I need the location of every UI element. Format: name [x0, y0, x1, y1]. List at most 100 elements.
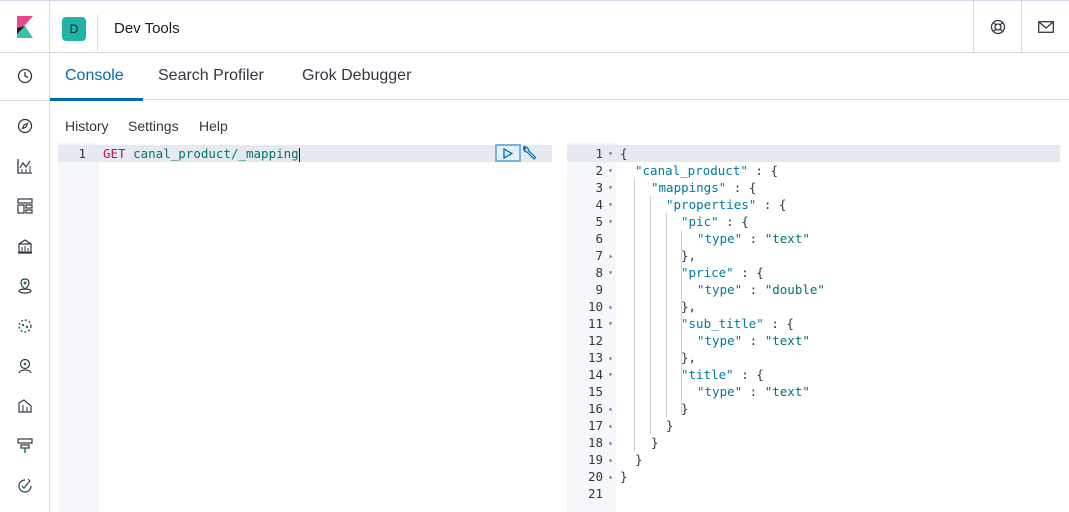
- fold-toggle-icon[interactable]: ▾: [608, 370, 613, 379]
- canvas-icon[interactable]: [0, 231, 49, 261]
- dev-tools-tabs: Console Search Profiler Grok Debugger: [50, 53, 1069, 101]
- newsfeed-button[interactable]: [1021, 1, 1069, 53]
- indent-guide: [681, 230, 682, 415]
- history-link[interactable]: History: [65, 118, 109, 134]
- line-number: 16: [587, 401, 603, 416]
- line-number: 12: [587, 333, 603, 348]
- line-number: 17: [587, 418, 603, 433]
- response-line: "type" : "text": [697, 384, 810, 399]
- response-line: "type" : "double": [697, 282, 825, 297]
- maps-icon[interactable]: [0, 271, 49, 301]
- top-header: D Dev Tools: [0, 0, 1069, 53]
- line-number: 7: [595, 248, 603, 263]
- line-number: 11: [587, 316, 603, 331]
- visualize-icon[interactable]: [0, 151, 49, 181]
- response-line: "title" : {: [681, 367, 764, 382]
- response-line: "type" : "text": [697, 231, 810, 246]
- active-tab-indicator: [50, 98, 143, 101]
- response-line: },: [681, 350, 697, 365]
- fold-toggle-icon[interactable]: ▴: [608, 455, 613, 464]
- fold-toggle-icon[interactable]: ▾: [608, 217, 613, 226]
- fold-toggle-icon[interactable]: ▴: [608, 472, 613, 481]
- fold-toggle-icon[interactable]: ▾: [608, 166, 613, 175]
- line-number: 3: [595, 180, 603, 195]
- response-line: }: [666, 418, 674, 433]
- discover-compass-icon[interactable]: [0, 111, 49, 141]
- response-line: },: [681, 299, 697, 314]
- tab-grok-debugger[interactable]: Grok Debugger: [302, 67, 412, 84]
- line-number: 20: [587, 469, 603, 484]
- fold-toggle-icon[interactable]: ▾: [608, 183, 613, 192]
- request-gutter: [58, 143, 99, 512]
- line-number: 1: [78, 146, 86, 161]
- line-number: 2: [595, 163, 603, 178]
- fold-toggle-icon[interactable]: ▴: [608, 251, 613, 260]
- settings-link[interactable]: Settings: [128, 118, 179, 134]
- response-gutter: [567, 143, 616, 512]
- response-line: }: [681, 401, 689, 416]
- fold-toggle-icon[interactable]: ▴: [608, 302, 613, 311]
- machine-learning-icon[interactable]: [0, 311, 49, 341]
- send-request-button[interactable]: [495, 144, 521, 162]
- fold-toggle-icon[interactable]: ▾: [608, 149, 613, 158]
- request-editor[interactable]: 1 GET canal_product/_mapping: [58, 143, 552, 512]
- nav-divider: [0, 100, 49, 101]
- logs-icon[interactable]: [0, 391, 49, 421]
- line-number: 9: [595, 282, 603, 297]
- metrics-icon[interactable]: [0, 351, 49, 381]
- active-line-highlight: [567, 145, 1060, 162]
- line-number: 13: [587, 350, 603, 365]
- line-number: 6: [595, 231, 603, 246]
- header-divider: [97, 15, 98, 51]
- line-number: 4: [595, 197, 603, 212]
- response-line: "mappings" : {: [651, 180, 757, 195]
- response-line: "canal_product" : {: [635, 163, 778, 178]
- kibana-logo-icon[interactable]: [0, 1, 49, 53]
- indent-guide: [650, 196, 651, 434]
- tab-search-profiler[interactable]: Search Profiler: [158, 67, 264, 84]
- wrench-icon: [523, 145, 537, 160]
- response-line: "price" : {: [681, 265, 764, 280]
- response-line: "sub_title" : {: [681, 316, 794, 331]
- indent-guide: [634, 179, 635, 451]
- help-lifebuoy-icon: [990, 19, 1005, 35]
- response-line: "pic" : {: [681, 214, 749, 229]
- fold-toggle-icon[interactable]: ▾: [608, 200, 613, 209]
- fold-toggle-icon[interactable]: ▴: [608, 438, 613, 447]
- line-number: 15: [587, 384, 603, 399]
- line-number: 19: [587, 452, 603, 467]
- line-number: 5: [595, 214, 603, 229]
- fold-toggle-icon[interactable]: ▴: [608, 353, 613, 362]
- apm-icon[interactable]: [0, 431, 49, 461]
- help-button[interactable]: [973, 1, 1021, 53]
- uptime-icon[interactable]: [0, 471, 49, 501]
- play-icon: [503, 147, 513, 159]
- line-number: 1: [595, 146, 603, 161]
- recently-viewed-clock-icon[interactable]: [0, 61, 49, 91]
- response-line: }: [651, 435, 659, 450]
- space-avatar[interactable]: D: [62, 17, 86, 41]
- line-number: 21: [587, 486, 603, 501]
- request-method: GET: [103, 146, 126, 161]
- request-line[interactable]: GET canal_product/_mapping: [103, 145, 300, 162]
- dashboard-icon[interactable]: [0, 191, 49, 221]
- fold-toggle-icon[interactable]: ▾: [608, 268, 613, 277]
- request-actions-button[interactable]: [520, 145, 538, 161]
- indent-guide: [666, 213, 667, 417]
- response-line: },: [681, 248, 697, 263]
- line-number: 10: [587, 299, 603, 314]
- line-number: 18: [587, 435, 603, 450]
- line-number: 8: [595, 265, 603, 280]
- response-line: "type" : "text": [697, 333, 810, 348]
- fold-toggle-icon[interactable]: ▾: [608, 319, 613, 328]
- fold-toggle-icon[interactable]: ▴: [608, 404, 613, 413]
- newsfeed-mail-icon: [1037, 21, 1054, 33]
- response-line: "properties" : {: [666, 197, 787, 212]
- fold-toggle-icon[interactable]: ▴: [608, 421, 613, 430]
- tab-console[interactable]: Console: [50, 53, 143, 101]
- response-line: }: [620, 469, 628, 484]
- response-line: }: [635, 452, 643, 467]
- help-link[interactable]: Help: [199, 118, 228, 134]
- active-line-highlight: [58, 145, 552, 162]
